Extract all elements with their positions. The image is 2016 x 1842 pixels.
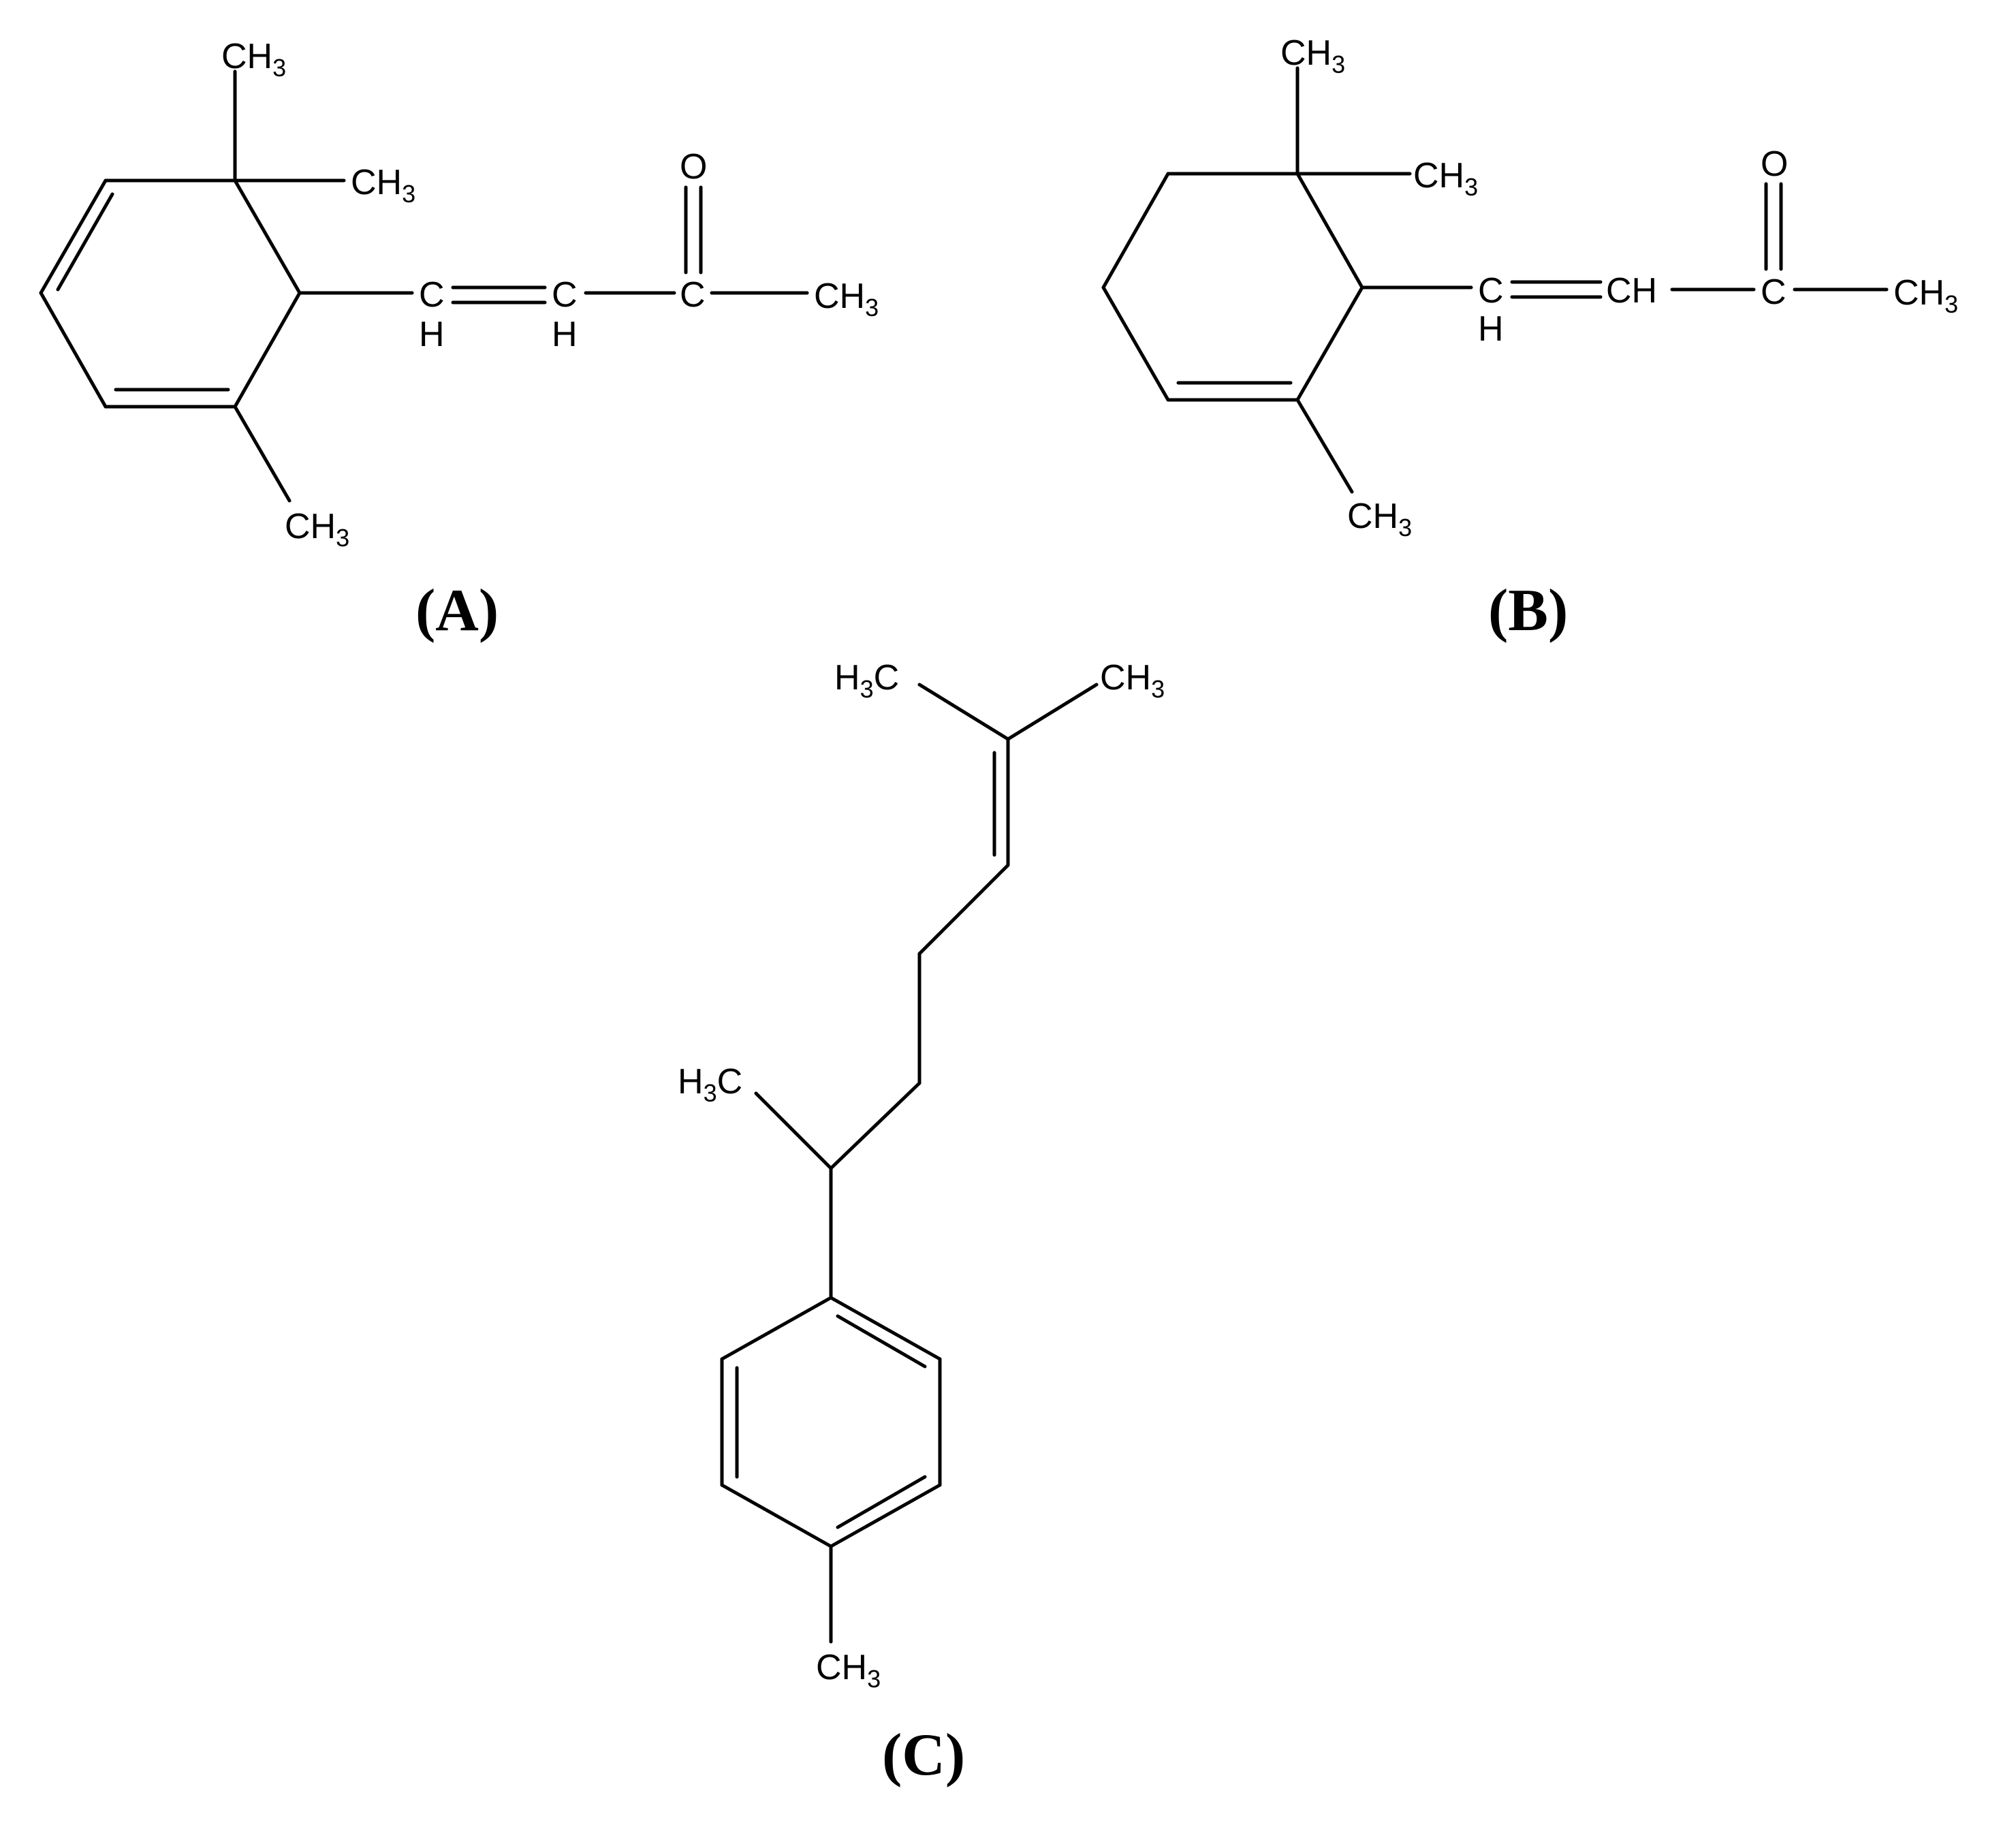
atom-label: H (1478, 309, 1504, 349)
atom-label: CH3 (816, 1648, 881, 1693)
double-bond-inner (836, 1475, 927, 1529)
atom-label: C (680, 275, 706, 315)
bond (1006, 683, 1099, 741)
atom-label: CH3 (1413, 156, 1478, 201)
bond (754, 1091, 833, 1170)
atom-label: CH3 (1347, 497, 1412, 542)
atom-label: CH (1606, 271, 1657, 311)
panel-label-c: (C) (882, 1722, 965, 1788)
atom-label: C (1478, 271, 1504, 311)
bond (829, 1483, 942, 1548)
bond (1295, 285, 1364, 402)
atom-label: H (552, 315, 578, 354)
bond (233, 405, 292, 503)
atom-label: H3C (834, 658, 899, 703)
structure-b: CH3 CH3 CH3 C H CH C O CH3 (B) (1101, 33, 1958, 644)
bond (233, 178, 302, 295)
double-bond-inner (56, 192, 114, 292)
atom-label: CH3 (351, 163, 415, 208)
structure-c: H3C CH3 H3C CH3 (C) (678, 658, 1165, 1788)
double-bond-inner (836, 1314, 927, 1369)
panel-label-b: (B) (1488, 578, 1568, 644)
bond (39, 178, 108, 295)
atom-label: O (680, 147, 707, 187)
bond (1295, 398, 1354, 494)
bond (720, 1296, 833, 1361)
bond (917, 683, 1010, 741)
atom-label: CH3 (285, 507, 349, 552)
bond (917, 863, 1010, 956)
bond (829, 1296, 942, 1361)
bond (1101, 172, 1170, 290)
bond (39, 291, 108, 409)
atom-label: CH3 (1280, 33, 1345, 78)
panel-label-a: (A) (415, 578, 499, 644)
atom-label: C (1761, 272, 1786, 312)
atom-label: H3C (678, 1062, 742, 1107)
atom-label: O (1761, 144, 1788, 184)
atom-label: CH3 (1100, 658, 1165, 703)
atom-label: C (419, 275, 445, 315)
bond (720, 1483, 833, 1548)
atom-label: CH3 (221, 37, 286, 82)
structure-a: CH3 CH3 CH3 C H C H C O CH3 (A) (39, 37, 879, 644)
bond (1295, 172, 1364, 290)
bond (233, 291, 302, 409)
bond (829, 1081, 922, 1170)
atom-label: CH3 (1893, 273, 1958, 318)
atom-label: H (419, 315, 445, 354)
bond (1101, 285, 1170, 402)
atom-label: CH3 (814, 277, 879, 322)
atom-label: C (552, 275, 578, 315)
